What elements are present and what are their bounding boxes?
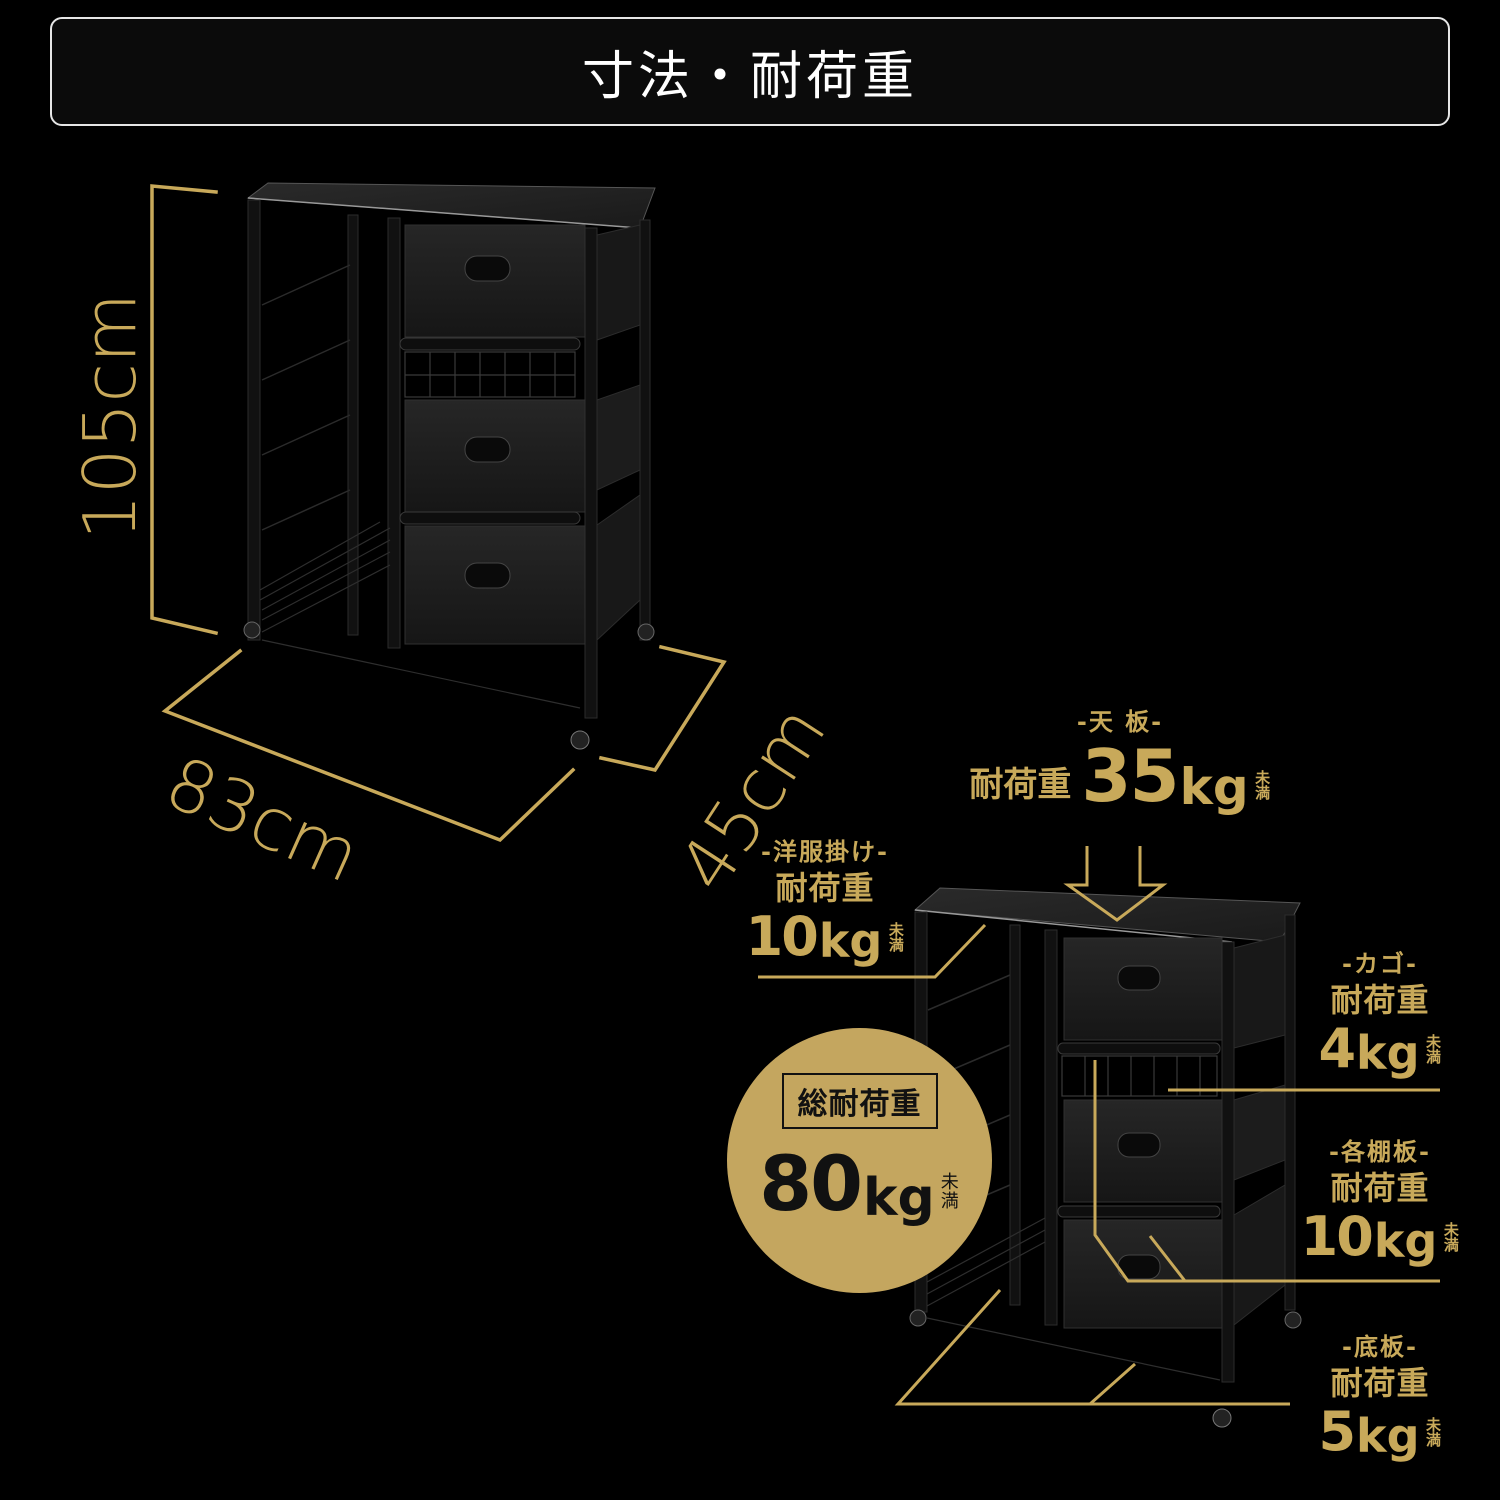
each-shelf-load: -各棚板- 耐荷重 10 kg 未満: [1295, 1140, 1465, 1264]
clothes-hanging-unit: kg: [818, 914, 883, 968]
dimension-lines: [150, 184, 727, 843]
clothes-hanging-value: 10: [745, 905, 819, 968]
top-board-label: 耐荷重: [969, 765, 1072, 805]
page-title: 寸法・耐荷重: [581, 47, 918, 107]
bottom-board-category: -底板-: [1342, 1333, 1418, 1361]
top-board-suffix: 未満: [1255, 768, 1271, 803]
basket-suffix: 未満: [1426, 1032, 1442, 1067]
bottom-board-suffix: 未満: [1426, 1415, 1442, 1450]
bottom-board-unit: kg: [1356, 1409, 1420, 1463]
rack-small: [909, 887, 1302, 1428]
total-load-suffix: 未満: [940, 1172, 959, 1213]
each-shelf-unit: kg: [1373, 1214, 1438, 1268]
bottom-board-value: 5: [1318, 1400, 1356, 1463]
each-shelf-suffix: 未満: [1443, 1220, 1459, 1255]
top-board-load: -天 板- 耐荷重 35 kg 未満: [940, 710, 1300, 812]
basket-load: -カゴ- 耐荷重 4 kg 未満: [1305, 952, 1455, 1076]
total-load-label: 総耐荷重: [781, 1073, 938, 1129]
bottom-board-label: 耐荷重: [1330, 1364, 1430, 1402]
callout-lines: [758, 846, 1440, 1406]
each-shelf-category: -各棚板-: [1329, 1138, 1431, 1166]
each-shelf-label: 耐荷重: [1330, 1169, 1430, 1207]
total-load-value: 80: [759, 1139, 863, 1228]
title-bar: 寸法・耐荷重: [50, 17, 1450, 126]
basket-value: 4: [1318, 1017, 1356, 1080]
rack-large: [243, 182, 656, 750]
top-board-value: 35: [1081, 734, 1179, 818]
basket-category: -カゴ-: [1342, 950, 1418, 978]
each-shelf-value: 10: [1300, 1205, 1374, 1268]
top-board-unit: kg: [1179, 758, 1249, 816]
total-load-badge: 総耐荷重 80 kg 未満: [727, 1028, 992, 1293]
dimension-height-label: 105cm: [68, 292, 152, 540]
basket-label: 耐荷重: [1330, 981, 1430, 1019]
total-load-unit: kg: [862, 1168, 935, 1228]
clothes-hanging-suffix: 未満: [888, 920, 904, 955]
clothes-hanging-load: -洋服掛け- 耐荷重 10 kg 未満: [740, 840, 910, 964]
bottom-board-load: -底板- 耐荷重 5 kg 未満: [1305, 1335, 1455, 1459]
clothes-hanging-category: -洋服掛け-: [761, 838, 889, 866]
clothes-hanging-label: 耐荷重: [775, 869, 875, 907]
basket-unit: kg: [1356, 1026, 1420, 1080]
top-board-category: -天 板-: [1076, 708, 1164, 736]
